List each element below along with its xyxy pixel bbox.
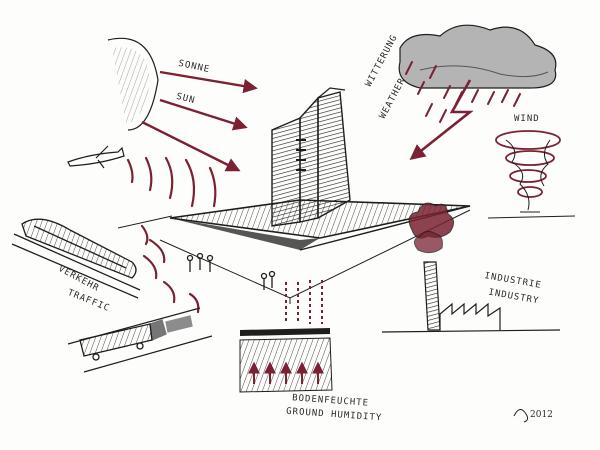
- sun-icon: [107, 37, 159, 131]
- road: [67, 307, 213, 373]
- wind-ground-line: [487, 215, 576, 219]
- sun-ray-arrows: [141, 70, 258, 172]
- signature-year: 2012: [530, 410, 553, 420]
- factory-icon: [408, 202, 501, 331]
- building-base: [169, 199, 471, 251]
- noise-waves-top: [126, 156, 217, 208]
- building-tower: [271, 87, 351, 227]
- lightning-icon: [409, 79, 474, 160]
- ground-humidity-icon: [239, 280, 333, 393]
- train-icon: [11, 218, 141, 299]
- truck-icon: [79, 315, 193, 361]
- people-icon: [186, 252, 276, 290]
- noise-waves-traffic: [140, 224, 200, 314]
- site-plane: [117, 209, 471, 304]
- industry-ground-line: [381, 329, 561, 333]
- signature-mark: [513, 409, 529, 423]
- cloud-icon: [398, 24, 557, 89]
- airplane-icon: [67, 145, 125, 169]
- label-wind: Wind: [514, 114, 540, 124]
- wind-icon: [495, 130, 561, 213]
